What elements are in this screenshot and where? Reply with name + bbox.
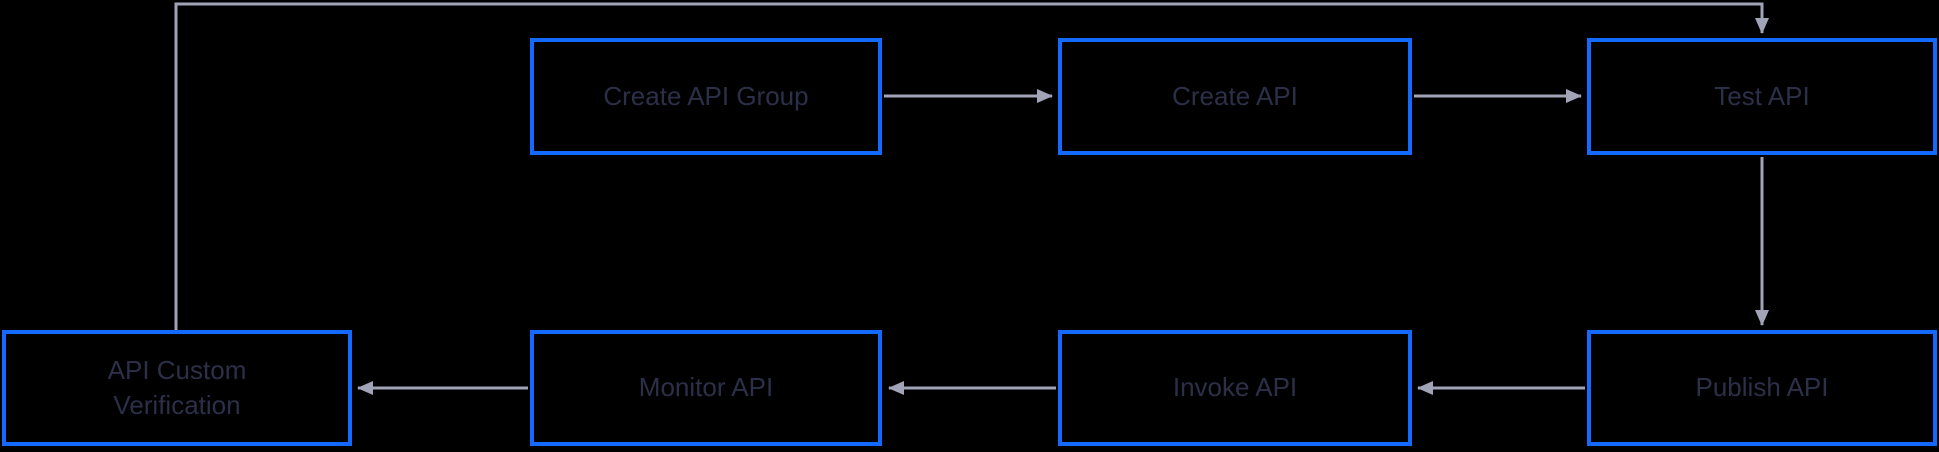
node-label: Create API (1172, 80, 1298, 111)
node-label: API Custom Verification (107, 354, 247, 420)
node-label: Monitor API (638, 372, 774, 403)
node-monitor-api: Monitor API (530, 330, 882, 446)
node-publish-api: Publish API (1587, 330, 1937, 446)
node-create-api-group: Create API Group (530, 38, 882, 155)
node-create-api: Create API (1058, 38, 1412, 155)
node-api-custom-verification: API Custom Verification (2, 330, 352, 446)
edge-api-custom-verification-to-test-api (174, 2, 1769, 330)
node-test-api: Test API (1587, 38, 1937, 155)
node-label: Publish API (1695, 372, 1829, 403)
node-label: Invoke API (1172, 372, 1298, 403)
node-invoke-api: Invoke API (1058, 330, 1412, 446)
node-label: Create API Group (603, 80, 809, 111)
node-label: Test API (1714, 80, 1810, 111)
